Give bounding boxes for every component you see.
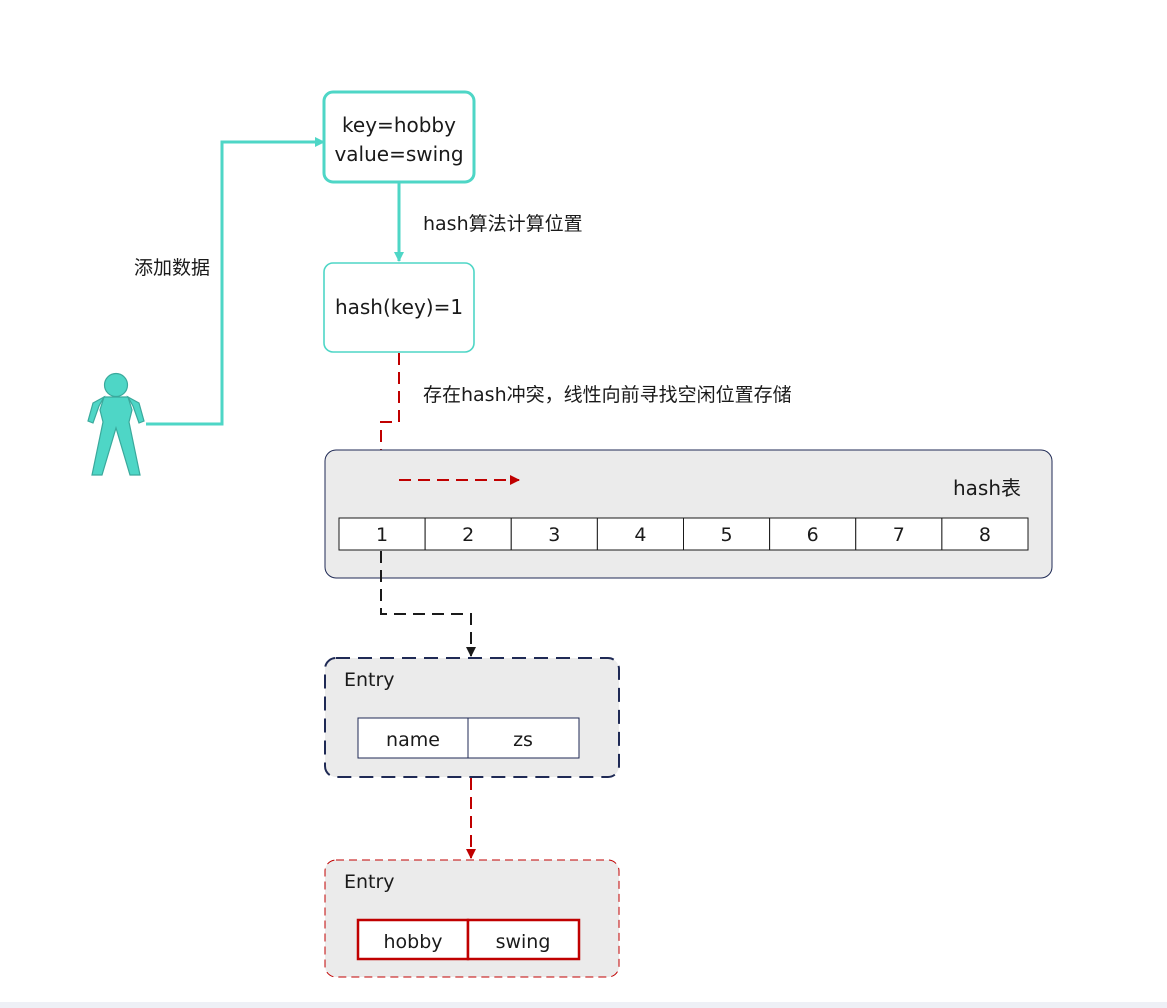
entry-new-key: hobby xyxy=(383,931,442,953)
hash-slot-label: 5 xyxy=(721,524,733,546)
person-icon xyxy=(87,372,145,476)
hash-slot-label: 4 xyxy=(634,524,646,546)
entry-existing-value: zs xyxy=(513,729,533,751)
entry-new-value: swing xyxy=(496,931,551,953)
hash-result-box xyxy=(323,262,475,353)
hash-slot-cell xyxy=(855,517,943,551)
hash-slot-label: 7 xyxy=(893,524,905,546)
slot-to-entry-arrow xyxy=(380,551,476,657)
hash-slot-label: 8 xyxy=(979,524,991,546)
hash-slot-label: 1 xyxy=(376,524,388,546)
hash-slot-cell xyxy=(338,517,426,551)
hash-slot-label: 3 xyxy=(548,524,560,546)
entry-existing-key: name xyxy=(386,729,440,751)
hash-table-panel xyxy=(324,449,1053,579)
hash-slot-label: 2 xyxy=(462,524,474,546)
hash-table-title: hash表 xyxy=(953,476,1021,500)
add-data-arrow xyxy=(146,137,325,426)
hash-algo-label: hash算法计算位置 xyxy=(423,213,583,235)
entry-new-value-cell xyxy=(466,918,581,961)
hash-slot-label: 6 xyxy=(807,524,819,546)
entry-existing-value-cell xyxy=(467,717,580,759)
hash-slot-cell xyxy=(941,517,1029,551)
entry-new-title: Entry xyxy=(344,871,395,893)
collision-label: 存在hash冲突，线性向前寻找空闲位置存储 xyxy=(423,384,792,406)
input-box xyxy=(322,90,476,184)
hash-slot-cell xyxy=(683,517,771,551)
input-value-text: value=swing xyxy=(334,142,463,166)
input-key-text: key=hobby xyxy=(342,113,456,137)
bottom-strip xyxy=(0,1002,1167,1008)
hash-result-text: hash(key)=1 xyxy=(335,295,463,319)
add-data-label: 添加数据 xyxy=(134,257,210,279)
hash-slot-cell xyxy=(769,517,857,551)
hash-slot-cell xyxy=(596,517,685,551)
entry-existing-title: Entry xyxy=(344,669,395,691)
entry-new-key-cell xyxy=(356,918,470,961)
hash-table-slots: 1 2 3 4 5 6 7 8 xyxy=(338,517,1029,551)
hash-slot-cell xyxy=(510,517,598,551)
